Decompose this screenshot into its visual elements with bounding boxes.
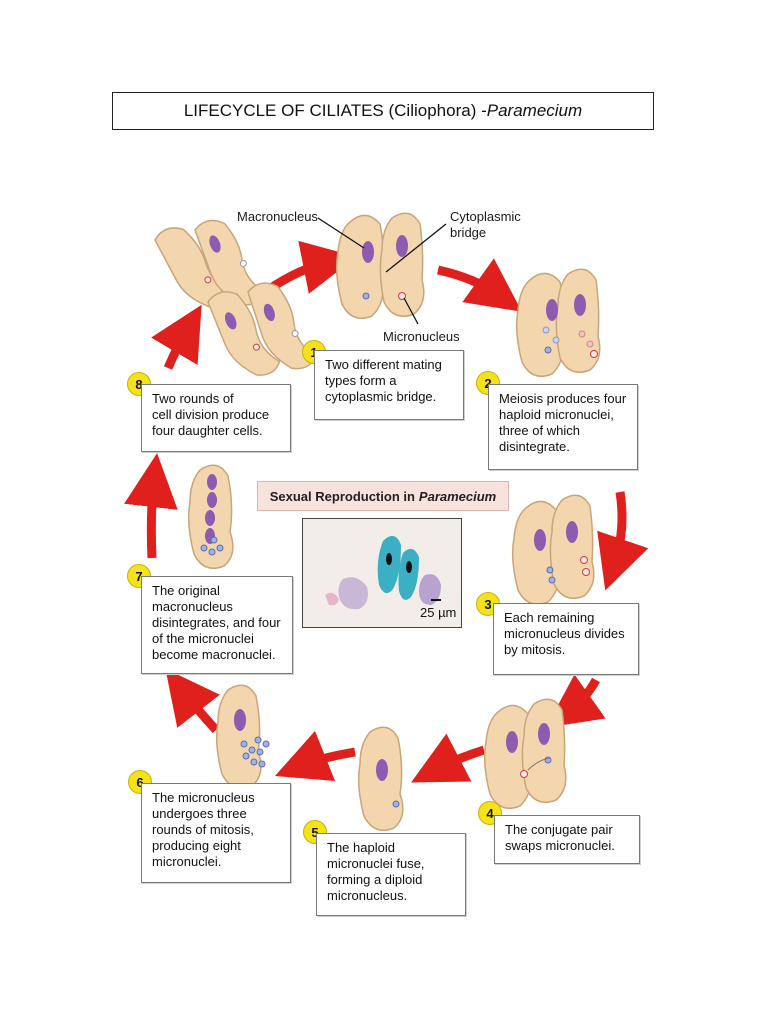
title-main: LIFECYCLE OF CILIATES (Ciliophora) - [183,101,487,120]
step-5-line: micronucleus. [327,888,408,903]
title-italic: Paramecium [486,101,583,120]
step-7-line: disintegrates, and four [152,615,281,630]
pair-step-4 [483,698,567,809]
step-1-line: types form a [325,373,397,388]
step-4-line: The conjugate pair [505,822,613,837]
pair-step-3 [511,494,595,605]
arrow-to-8box [151,304,202,370]
step-3-line: Each remaining [504,610,595,625]
cell-step-5 [357,726,404,831]
pair-step-2 [515,268,601,377]
label-bridge: bridge [450,225,487,240]
page-title: LIFECYCLE OF CILIATES (Ciliophora) - Par… [112,92,654,130]
step-5-line: The haploid [327,840,395,855]
step-6-line: undergoes three [152,806,247,821]
step-box-5: The haploid micronuclei fuse, forming a … [316,833,466,916]
step-2-line: three of which [499,423,580,438]
step-2-line: disintegrate. [499,439,570,454]
step-box-3: Each remaining micronucleus divides by m… [493,603,639,675]
step-6-line: micronuclei. [152,854,222,869]
step-3-line: micronucleus divides [504,626,625,641]
step-4-line: swaps micronuclei. [505,838,615,853]
micrograph-image [303,519,461,627]
arrow-7-to-8 [124,453,178,559]
step-8-line: cell division produce [152,407,270,422]
step-5-line: forming a diploid [327,872,423,887]
arrow-5-to-6 [274,730,356,782]
step-1-line: Two different mating [325,357,442,372]
cell-step-7 [187,464,234,569]
step-8-line: four daughter cells. [152,423,263,438]
step-2-line: Meiosis produces four [499,391,627,406]
macronucleus-shape [362,241,374,263]
label-cytoplasmic: Cytoplasmic [450,209,521,224]
step-box-2: Meiosis produces four haploid micronucle… [488,384,638,470]
cycle-arrows [124,240,649,783]
arrow-4-to-5 [411,733,486,783]
step-box-8: Two rounds of cell division produce four… [141,384,291,452]
step-box-1: Two different mating types form a cytopl… [314,350,464,420]
label-micronucleus: Micronucleus [383,329,460,344]
step-5-line: micronuclei fuse, [327,856,425,871]
step-7-line: The original [152,583,220,598]
step-box-7: The original macronucleus disintegrates,… [141,576,293,674]
step-7-line: of the micronuclei [152,631,254,646]
step-6-line: rounds of mitosis, [152,822,254,837]
panel-title-italic: Paramecium [418,488,497,504]
step-1-line: cytoplasmic bridge. [325,389,437,404]
step-3-line: by mitosis. [504,642,566,657]
label-macronucleus: Macronucleus [237,209,318,224]
step-6-line: producing eight [152,838,241,853]
step-box-4: The conjugate pair swaps micronuclei. [494,815,640,864]
arrow-1-to-2 [437,258,522,312]
micrograph [302,518,462,628]
scale-label: 25 µm [420,605,457,620]
cell [207,291,281,376]
arrow-6-to-7 [165,668,220,734]
step-7-line: become macronuclei. [152,647,276,662]
conjugating-pair [317,212,447,325]
cell-step-6 [215,684,270,789]
step-box-6: The micronucleus undergoes three rounds … [141,783,291,883]
step-7-line: macronucleus [152,599,233,614]
step-6-line: The micronucleus [152,790,255,805]
panel-title: Sexual Reproduction in Paramecium [257,481,509,511]
arrow-2-to-3 [597,491,649,591]
step-8-line: Two rounds of [152,391,234,406]
panel-title-main: Sexual Reproduction in [269,488,415,504]
daughter-cells [154,219,317,376]
step-2-line: haploid micronuclei, [499,407,614,422]
arrow-3-to-4 [545,674,606,728]
